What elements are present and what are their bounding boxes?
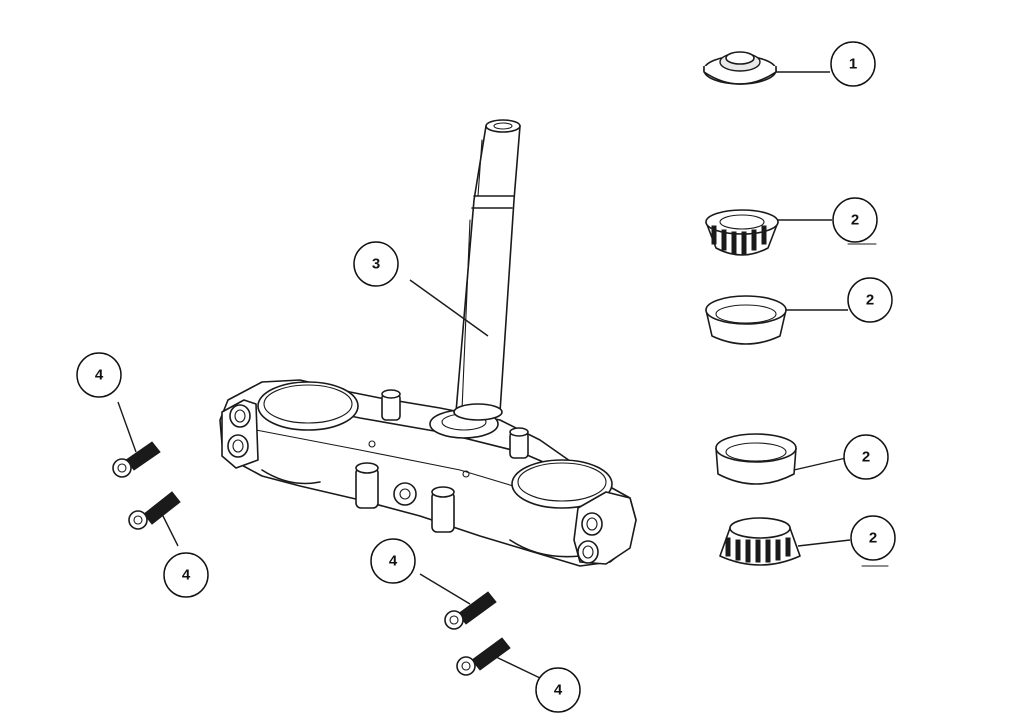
leader-4b: [159, 509, 179, 547]
bolt-3: [444, 591, 497, 630]
callout-2c-label: 2: [862, 449, 870, 466]
callout-4c-label: 4: [389, 553, 398, 570]
bolt-4: [456, 637, 511, 676]
callout-3-label: 3: [372, 256, 380, 273]
upper-bearing-race: [705, 295, 787, 345]
callout-4b: 4: [163, 552, 209, 598]
callout-4d-label: 4: [554, 682, 563, 699]
leader-lines: [117, 71, 889, 679]
bolt-2: [128, 491, 181, 530]
leader-2d: [797, 539, 851, 547]
callout-3: 3: [353, 241, 399, 287]
dust-seal-cap: [703, 51, 777, 85]
callout-2b: 2: [847, 277, 893, 323]
leader-3: [409, 279, 489, 337]
callout-2b-label: 2: [866, 292, 874, 309]
callout-4a-label: 4: [95, 367, 104, 384]
lower-bearing-race: [715, 433, 797, 485]
leader-4d: [493, 655, 541, 679]
upper-tapered-roller-bearing: [705, 209, 779, 256]
callout-4d: 4: [535, 667, 581, 713]
callout-4b-label: 4: [182, 567, 191, 584]
callout-1: 1: [830, 41, 876, 87]
leader-4c: [419, 573, 471, 605]
steering-stem-tube: [453, 119, 521, 421]
leader-4a: [117, 401, 137, 453]
callout-2c: 2: [843, 434, 889, 480]
callout-4c: 4: [370, 538, 416, 584]
callout-2d: 2: [850, 515, 896, 561]
callout-1-label: 1: [849, 56, 857, 73]
callout-2a: 2: [832, 197, 878, 243]
callout-2a-label: 2: [851, 212, 859, 229]
callout-2d-label: 2: [869, 530, 877, 547]
lower-triple-clamp: [219, 379, 637, 567]
bolt-1: [112, 441, 161, 478]
leader-2c: [793, 457, 847, 471]
callout-4a: 4: [76, 352, 122, 398]
lower-tapered-roller-bearing: [719, 517, 801, 566]
